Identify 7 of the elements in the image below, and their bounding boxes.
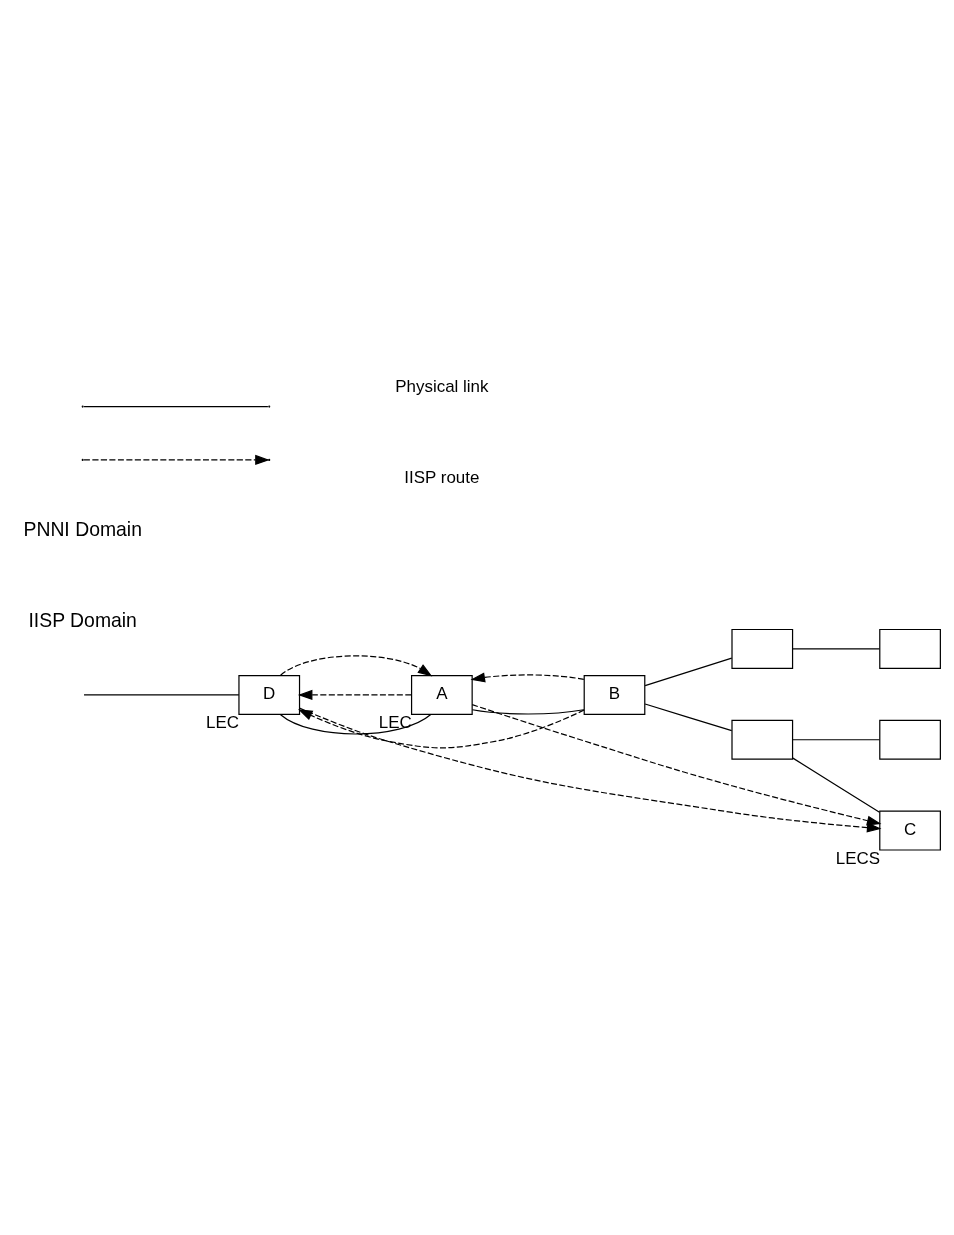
label: PNNI Domain: [23, 517, 142, 540]
label: IISP Domain: [28, 608, 137, 631]
legend-label: IISP route: [404, 467, 480, 487]
node-label: LECS: [835, 848, 881, 868]
legend-label: Physical link: [395, 376, 489, 396]
node-label: LEC: [206, 712, 240, 732]
node-label: LEC: [378, 712, 412, 732]
